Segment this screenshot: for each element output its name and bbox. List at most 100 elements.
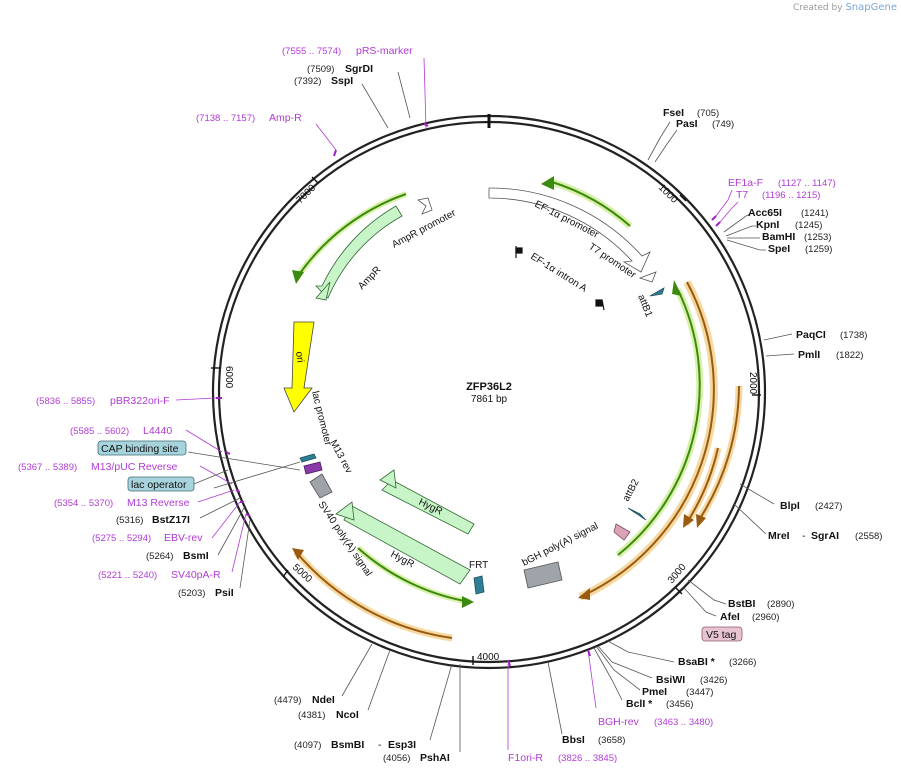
t7-promoter-arrow	[638, 271, 657, 283]
site-fsei: FseI	[663, 107, 684, 119]
watermark: Created by SnapGene	[793, 2, 897, 13]
tick-labels: 1000 2000 3000 4000 5000 6000 7000	[223, 182, 758, 663]
site-pasi: PasI	[676, 118, 698, 130]
site-f1orir: F1ori-R	[508, 752, 543, 764]
tick-marks	[211, 176, 761, 665]
site-prsmarker: pRS-marker	[356, 45, 413, 57]
ampr-green-arc	[295, 191, 407, 278]
site-bstbi: BstBI	[728, 598, 756, 610]
tick-1000: 1000	[656, 182, 680, 206]
site-fsei-pos: (705)	[697, 108, 719, 119]
site-ef1af-pos: (1127 .. 1147)	[778, 178, 836, 189]
ori-arrow	[283, 321, 315, 413]
site-l4440-pos: (5585 .. 5602)	[70, 426, 129, 437]
site-t7-pos: (1196 .. 1215)	[762, 190, 820, 201]
site-pmei-pos: (3447)	[686, 687, 713, 698]
site-bstz17i-pos: (5316)	[116, 515, 143, 526]
lac-promoter-label: lac promoter	[309, 390, 333, 447]
site-bsabi-pos: (3266)	[729, 657, 756, 668]
bgh-polya-box	[523, 561, 563, 589]
site-sgrai: SgrAI	[811, 530, 839, 542]
site-ndei-pos: (4479)	[274, 695, 301, 706]
site-mrei-sep: -	[802, 530, 806, 542]
site-psii-pos: (5203)	[178, 588, 205, 599]
site-labels-left: (4056) PshAI (4097) BsmBI - Esp3I (4381)…	[18, 45, 450, 764]
site-ef1af: EF1a-F	[728, 177, 763, 189]
site-spei: SpeI	[768, 243, 790, 255]
frt-label: FRT	[469, 560, 488, 571]
ampr-promoter-arrow	[417, 197, 433, 215]
site-acc65i-pos: (1241)	[801, 208, 828, 219]
site-mrei: MreI	[768, 530, 790, 542]
site-ebvrev-pos: (5275 .. 5294)	[92, 533, 151, 544]
ef1a-intron-marker	[515, 246, 605, 311]
snapgene-logo-text: SnapGene	[845, 2, 897, 13]
site-bamhi: BamHI	[762, 231, 795, 243]
site-bghrev: BGH-rev	[598, 716, 640, 728]
site-f1orir-pos: (3826 .. 3845)	[558, 753, 617, 764]
feature-arcs	[283, 176, 743, 642]
site-psii: PsiI	[215, 587, 234, 599]
m13-rev-box	[299, 453, 317, 463]
site-pbr322-pos: (5836 .. 5855)	[36, 396, 95, 407]
site-blpi: BlpI	[780, 500, 800, 512]
v5-tag-label: V5 tag	[706, 629, 737, 641]
site-acc65i: Acc65I	[748, 207, 782, 219]
site-bbsi-pos: (3658)	[598, 735, 625, 746]
site-pshai-pos: (4056)	[383, 753, 410, 764]
site-m13reverse: M13 Reverse	[127, 497, 190, 509]
ef1a-intron-label: EF-1α intron A	[528, 251, 589, 294]
attb1-label: attB1	[635, 293, 654, 319]
site-ncoi-pos: (4381)	[298, 710, 325, 721]
site-sv40par: SV40pA-R	[171, 569, 221, 581]
site-pbr322: pBR322ori-F	[110, 395, 170, 407]
lac-operator-label: lac operator	[131, 479, 187, 491]
attb1-arrow	[649, 287, 665, 297]
site-paqci: PaqCI	[796, 329, 826, 341]
site-mrei-pos: (2558)	[855, 531, 882, 542]
site-blpi-pos: (2427)	[815, 501, 842, 512]
site-l4440: L4440	[143, 425, 172, 437]
site-sspi-pos: (7392)	[294, 76, 321, 87]
ef1a-promoter-arrow	[488, 187, 651, 273]
site-bcli-pos: (3456)	[666, 699, 693, 710]
ori-label: ori	[293, 351, 305, 364]
boxed-labels: V5 tag CAP binding site lac operator	[97, 440, 743, 642]
site-pmei: PmeI	[642, 686, 667, 698]
site-labels: FseI (705) PasI (749) EF1a-F (1127 .. 11…	[508, 107, 882, 764]
site-bstz17i: BstZ17I	[152, 514, 190, 526]
site-sspi: SspI	[331, 75, 353, 87]
ampr-arrow	[315, 205, 403, 299]
site-sgrdi-pos: (7509)	[307, 64, 334, 75]
site-bsmi: BsmI	[183, 550, 209, 562]
site-sgrdi: SgrDI	[345, 63, 373, 75]
tick-6000: 6000	[223, 366, 234, 389]
bgh-signal-label: bGH poly(A) signal	[520, 521, 600, 569]
site-paqci-pos: (1738)	[840, 330, 867, 341]
lac-promoter-box	[303, 461, 323, 475]
site-ebvrev: EBV-rev	[164, 532, 203, 544]
site-bsmbi-sep: -	[378, 739, 382, 751]
site-sv40par-pos: (5221 .. 5240)	[98, 570, 157, 581]
site-pasi-pos: (749)	[712, 119, 734, 130]
site-kpni: KpnI	[756, 219, 779, 231]
site-bsmi-pos: (5264)	[146, 551, 173, 562]
site-pshai: PshAI	[420, 752, 450, 764]
primer-markers	[216, 123, 721, 667]
site-bbsi: BbsI	[562, 734, 585, 746]
attb2-arrow	[627, 507, 647, 521]
tick-3000: 3000	[666, 561, 689, 585]
site-ampr-primer-pos: (7138 .. 7157)	[196, 113, 255, 124]
attb2-label: attB2	[621, 477, 642, 503]
watermark-prefix: Created by	[793, 3, 843, 13]
lac-operator-box	[127, 476, 195, 492]
sv40-box	[309, 473, 333, 499]
site-ampr-primer: Amp-R	[269, 112, 302, 124]
site-m13reverse-pos: (5354 .. 5370)	[54, 498, 113, 509]
backbone	[211, 114, 767, 670]
site-m13puc: M13/pUC Reverse	[91, 461, 178, 473]
site-afei: AfeI	[720, 611, 740, 623]
site-m13puc-pos: (5367 .. 5389)	[18, 462, 77, 473]
cap-binding-box	[97, 440, 187, 456]
